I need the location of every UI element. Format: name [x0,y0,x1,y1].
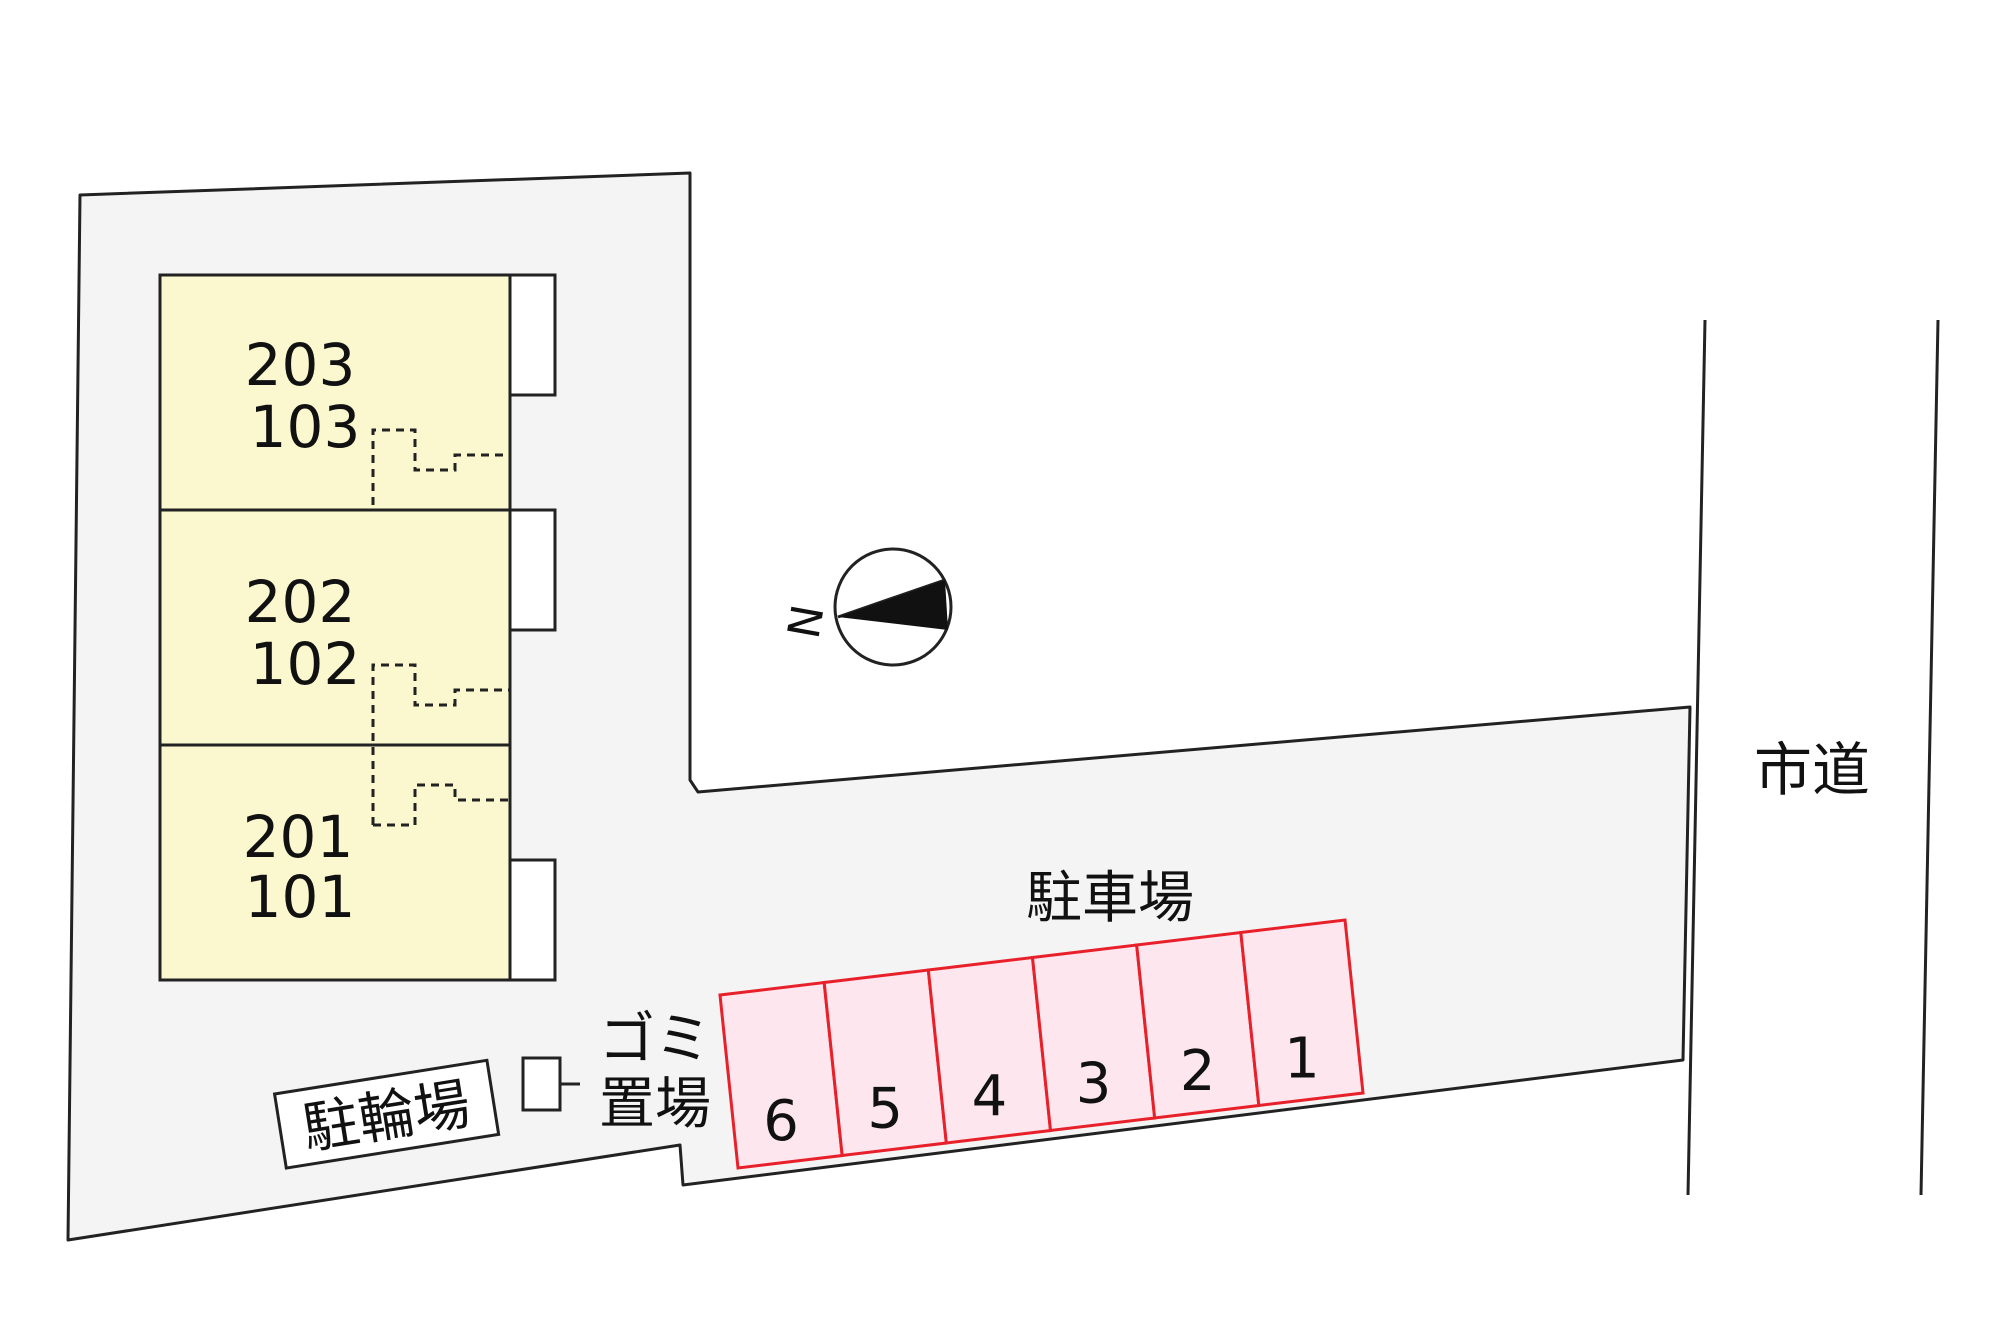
parking-slot-number: 4 [972,1064,1008,1129]
garbage-label-top: ゴミ [599,1007,711,1072]
parking-label: 駐車場 [1026,866,1194,931]
road-edge-right [1919,319,1940,1196]
parking-slot-number: 5 [867,1076,903,1141]
parking-slot-number: 1 [1284,1026,1320,1091]
balcony [508,508,557,632]
balcony [508,858,557,982]
unit-block-202-102 [158,508,512,747]
garbage-bin [521,1056,562,1112]
garbage-label-bottom: 置場 [599,1072,711,1137]
bicycle-parking-box [272,1058,501,1170]
unit-number-lower: 101 [245,863,356,931]
road-edge-left [1686,319,1707,1196]
building: 203 103 202 102 201 101 [158,273,557,982]
north-arrow-icon: N [779,547,953,667]
unit-number-lower: 102 [250,630,361,698]
parking-slot [1239,918,1365,1108]
interior-partition [371,428,510,505]
unit-block-203-103 [158,273,512,512]
balcony [508,273,557,397]
interior-partition [373,783,510,827]
parking-slot-number: 2 [1180,1039,1216,1104]
road-label: 市道 [1754,736,1870,804]
interior-partition [371,663,510,825]
compass-letter: N [779,601,835,642]
unit-number-upper: 202 [245,568,356,636]
unit-number-upper: 203 [245,331,356,399]
unit-number-lower: 103 [250,393,361,461]
parking-slots: 6 5 4 3 2 1 [718,918,1365,1170]
parking-slot-number: 6 [763,1089,799,1154]
unit-number-upper: 201 [243,803,354,871]
parking-slot-number: 3 [1076,1051,1112,1116]
